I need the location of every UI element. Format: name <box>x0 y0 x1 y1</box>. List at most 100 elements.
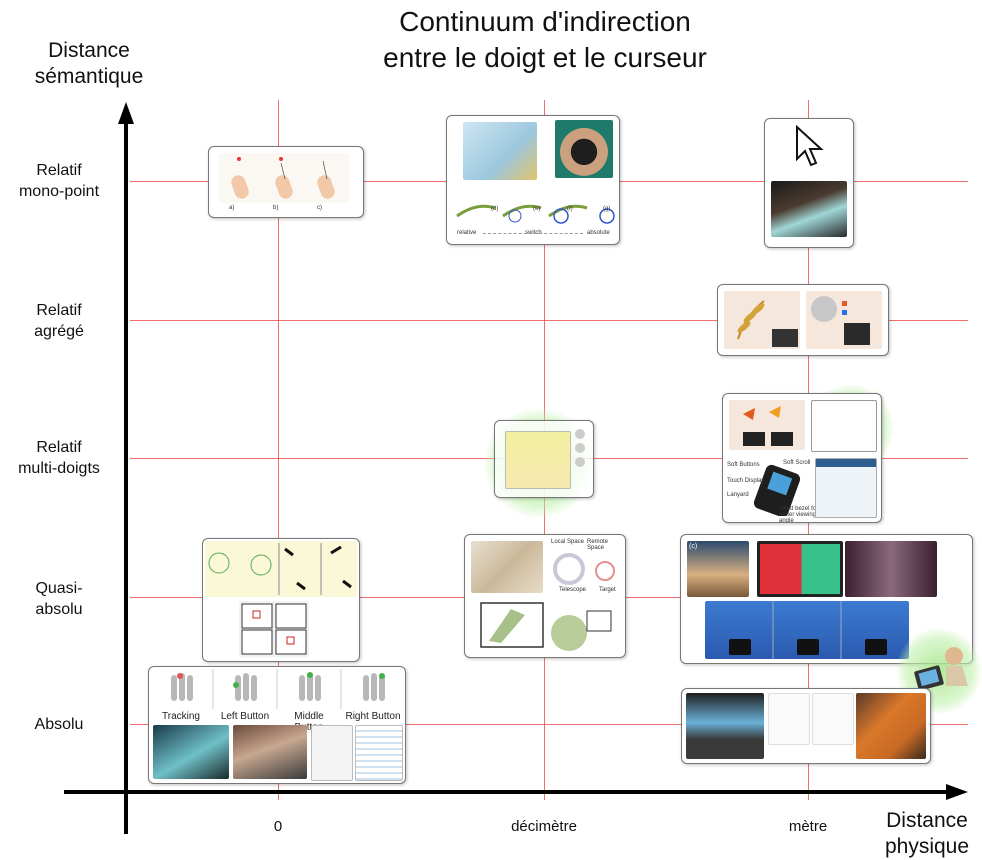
row-label-line: Absolu <box>34 716 84 733</box>
fish-drawing <box>743 406 793 446</box>
pda-cursor-image <box>311 725 353 781</box>
remote-display-image <box>811 400 877 452</box>
panel-quasi-absolu-zero <box>202 538 360 662</box>
row-label-absolu: Absolu <box>0 714 118 735</box>
touchpad-image <box>505 431 571 489</box>
row-label-relatif-agrege: Relatif agrégé <box>0 300 118 342</box>
wall-display-image <box>845 541 937 597</box>
x-axis-label-line-1: Distance <box>886 809 968 832</box>
row-label-relatif-mono-point: Relatif mono-point <box>0 160 118 202</box>
title-line-1: Continuum d'indirection <box>399 6 691 37</box>
caption-local-space: Local Space <box>551 539 585 545</box>
red-green-table-image <box>757 541 843 597</box>
grid-line-relatif-agrege <box>130 320 968 321</box>
caption-middle-button: Middle Button <box>294 711 324 733</box>
panel-quasi-absolu-decimetre: Local Space Remote Space Telescope Targe… <box>464 534 626 658</box>
row-label-line: absolu <box>35 601 83 618</box>
row-label-line: Relatif <box>36 162 82 179</box>
panel-relatif-mono-decimetre: (d) (e) (f) (g) relative switch absolute <box>446 115 620 245</box>
tabletop-keyboard-image <box>771 181 847 237</box>
large-screen-image <box>686 693 764 759</box>
hand-gestures-drawing <box>171 669 385 709</box>
x-tick-zero: 0 <box>273 818 283 835</box>
scale-dashed-line <box>483 233 583 234</box>
caption-c: c) <box>317 205 322 211</box>
caption-left-button: Left Button <box>220 711 270 722</box>
grid-gesture-image <box>806 291 882 349</box>
panel-relatif-multi-decimetre <box>494 420 594 498</box>
grid-line-zero <box>278 100 279 800</box>
telescope-diagram <box>553 553 615 585</box>
caption-tilted-bezel: Tilted bezel for better viewing angle <box>779 506 819 523</box>
caption-b: b) <box>273 205 279 211</box>
panel-absolu-zero: Tracking Left Button Middle Button Right… <box>148 666 406 784</box>
caption-touch-display: Touch Display <box>727 478 765 484</box>
caption-a: a) <box>229 205 235 211</box>
handheld-device-drawing <box>753 464 801 518</box>
caption-target: Target <box>599 587 616 593</box>
caption-tracking: Tracking <box>162 711 200 722</box>
panel-absolu-metre <box>681 688 931 764</box>
scale-absolute-label: absolute <box>587 230 610 236</box>
orange-panel-image <box>856 693 926 759</box>
sketch-display-image <box>812 693 854 745</box>
sketch-touch-image <box>768 693 810 745</box>
y-axis-arrowhead <box>118 102 134 124</box>
caption-right-button: Right Button <box>345 711 401 722</box>
control-button-icon <box>575 457 585 467</box>
diagram-title: Continuum d'indirection entre le doigt e… <box>330 4 760 76</box>
desktop-screens-image <box>705 601 909 659</box>
layered-windows-image <box>463 122 537 180</box>
caption-remote-space: Remote Space <box>587 539 609 551</box>
fan-selection-diagram <box>480 602 612 651</box>
grid-line-absolu <box>130 724 968 725</box>
x-tick-decimetre: décimètre <box>511 818 577 835</box>
y-axis-label: Distance sémantique <box>14 38 164 90</box>
mouse-hand-image <box>555 120 613 178</box>
panel-relatif-mono-zero: a) b) c) <box>208 146 364 218</box>
scale-relative-label: relative <box>457 230 477 236</box>
phone-grid-drawing <box>241 603 307 655</box>
caption-e: (e) <box>533 206 541 212</box>
control-button-icon <box>575 429 585 439</box>
caption-lanyard: Lanyard <box>727 492 749 498</box>
row-label-quasi-absolu: Quasi- absolu <box>0 578 118 620</box>
x-axis-arrowhead <box>946 784 968 800</box>
row-label-line: Quasi- <box>35 580 83 597</box>
row-label-line: Relatif <box>36 302 82 319</box>
wall-pointing-image <box>687 541 749 597</box>
panel-relatif-agrege-metre <box>717 284 889 356</box>
finger-diagram-image <box>219 153 349 203</box>
cursor-arrow-icon <box>796 125 824 167</box>
finger-diagram <box>231 157 335 199</box>
leaf-drawing <box>737 300 798 347</box>
caption-d: (d) <box>491 206 499 212</box>
caption-soft-buttons: Soft Buttons <box>727 462 760 468</box>
x-axis-label-line-2: physique <box>884 835 970 858</box>
pda-table-image <box>355 725 403 781</box>
pen-sequence-diagram <box>456 204 615 224</box>
fish-gesture-image <box>729 400 805 450</box>
target-diagram-drawing <box>208 543 352 595</box>
grid-drawing <box>811 296 870 345</box>
desktop-screens-drawing <box>729 601 887 659</box>
caption-f: (f) <box>567 206 573 212</box>
caption-g: (g) <box>603 206 611 212</box>
target-diagram-image <box>205 541 357 597</box>
row-label-line: mono-point <box>18 183 100 200</box>
map-hand-image <box>471 541 543 593</box>
caption-c-label: (c) <box>689 543 698 550</box>
phone-hands-image <box>233 725 307 779</box>
row-label-line: Relatif <box>36 439 82 456</box>
leaf-gesture-image <box>724 291 800 349</box>
panel-relatif-mono-metre <box>764 118 854 248</box>
row-label-line: agrégé <box>34 323 84 340</box>
control-button-icon <box>575 443 585 453</box>
handheld-device-image <box>731 460 811 518</box>
y-axis-label-line-2: sémantique <box>34 65 144 88</box>
person-laptop-illustration <box>914 647 968 691</box>
caption-soft-scroll: Soft Scroll <box>783 460 811 466</box>
row-label-relatif-multi-doigts: Relatif multi-doigts <box>0 437 118 479</box>
caption-telescope: Telescope <box>559 587 587 593</box>
x-tick-metre: mètre <box>788 818 828 835</box>
